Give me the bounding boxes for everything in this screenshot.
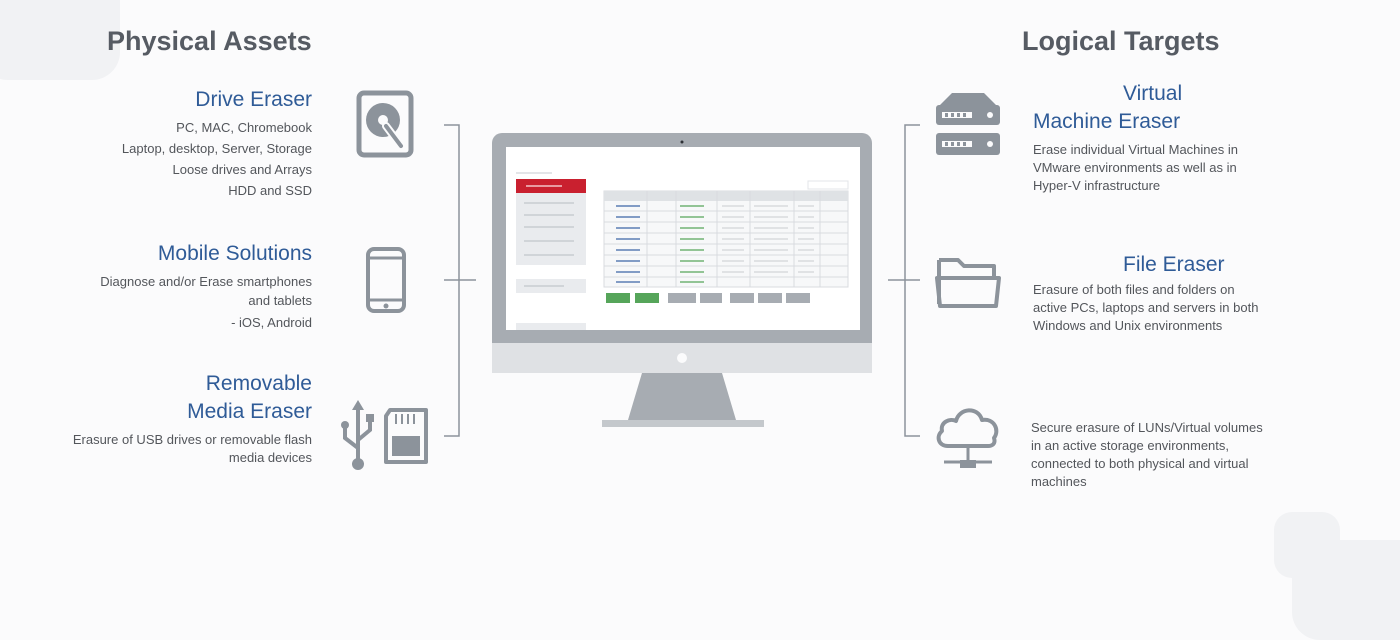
decorative-blob-corner: [1292, 540, 1400, 640]
mobile-solutions-description: Diagnose and/or Erase smartphones and ta…: [100, 274, 312, 330]
server-rack-icon: [934, 89, 1002, 159]
smartphone-icon: [365, 246, 407, 314]
mobile-solutions-title: Mobile Solutions: [157, 242, 312, 265]
physical-assets-heading: Physical Assets: [107, 26, 312, 56]
file-eraser-title: File Eraser: [1123, 253, 1225, 276]
file-eraser-description: Erasure of both files and folders on act…: [1033, 282, 1259, 333]
storage-eraser-description: Secure erasure of LUNs/Virtual volumes i…: [1031, 420, 1263, 489]
removable-media-eraser-title: Removable Media Eraser: [187, 372, 312, 423]
virtual-machine-eraser-description: Erase individual Virtual Machines in VMw…: [1033, 142, 1238, 193]
folder-icon: [934, 252, 1002, 310]
cloud-network-icon: [934, 400, 1002, 472]
removable-media-eraser-description: Erasure of USB drives or removable flash…: [72, 432, 312, 465]
monitor-illustration: [492, 133, 874, 429]
decorative-blob-top-left: [0, 0, 120, 80]
drive-eraser-description: PC, MAC, Chromebook Laptop, desktop, Ser…: [121, 120, 312, 198]
hard-drive-icon: [356, 90, 414, 158]
virtual-machine-eraser-title: Virtual Machine Eraser: [1033, 82, 1183, 133]
usb-sdcard-icon: [340, 398, 432, 472]
drive-eraser-title: Drive Eraser: [195, 88, 312, 111]
logical-targets-heading: Logical Targets: [1022, 26, 1220, 56]
